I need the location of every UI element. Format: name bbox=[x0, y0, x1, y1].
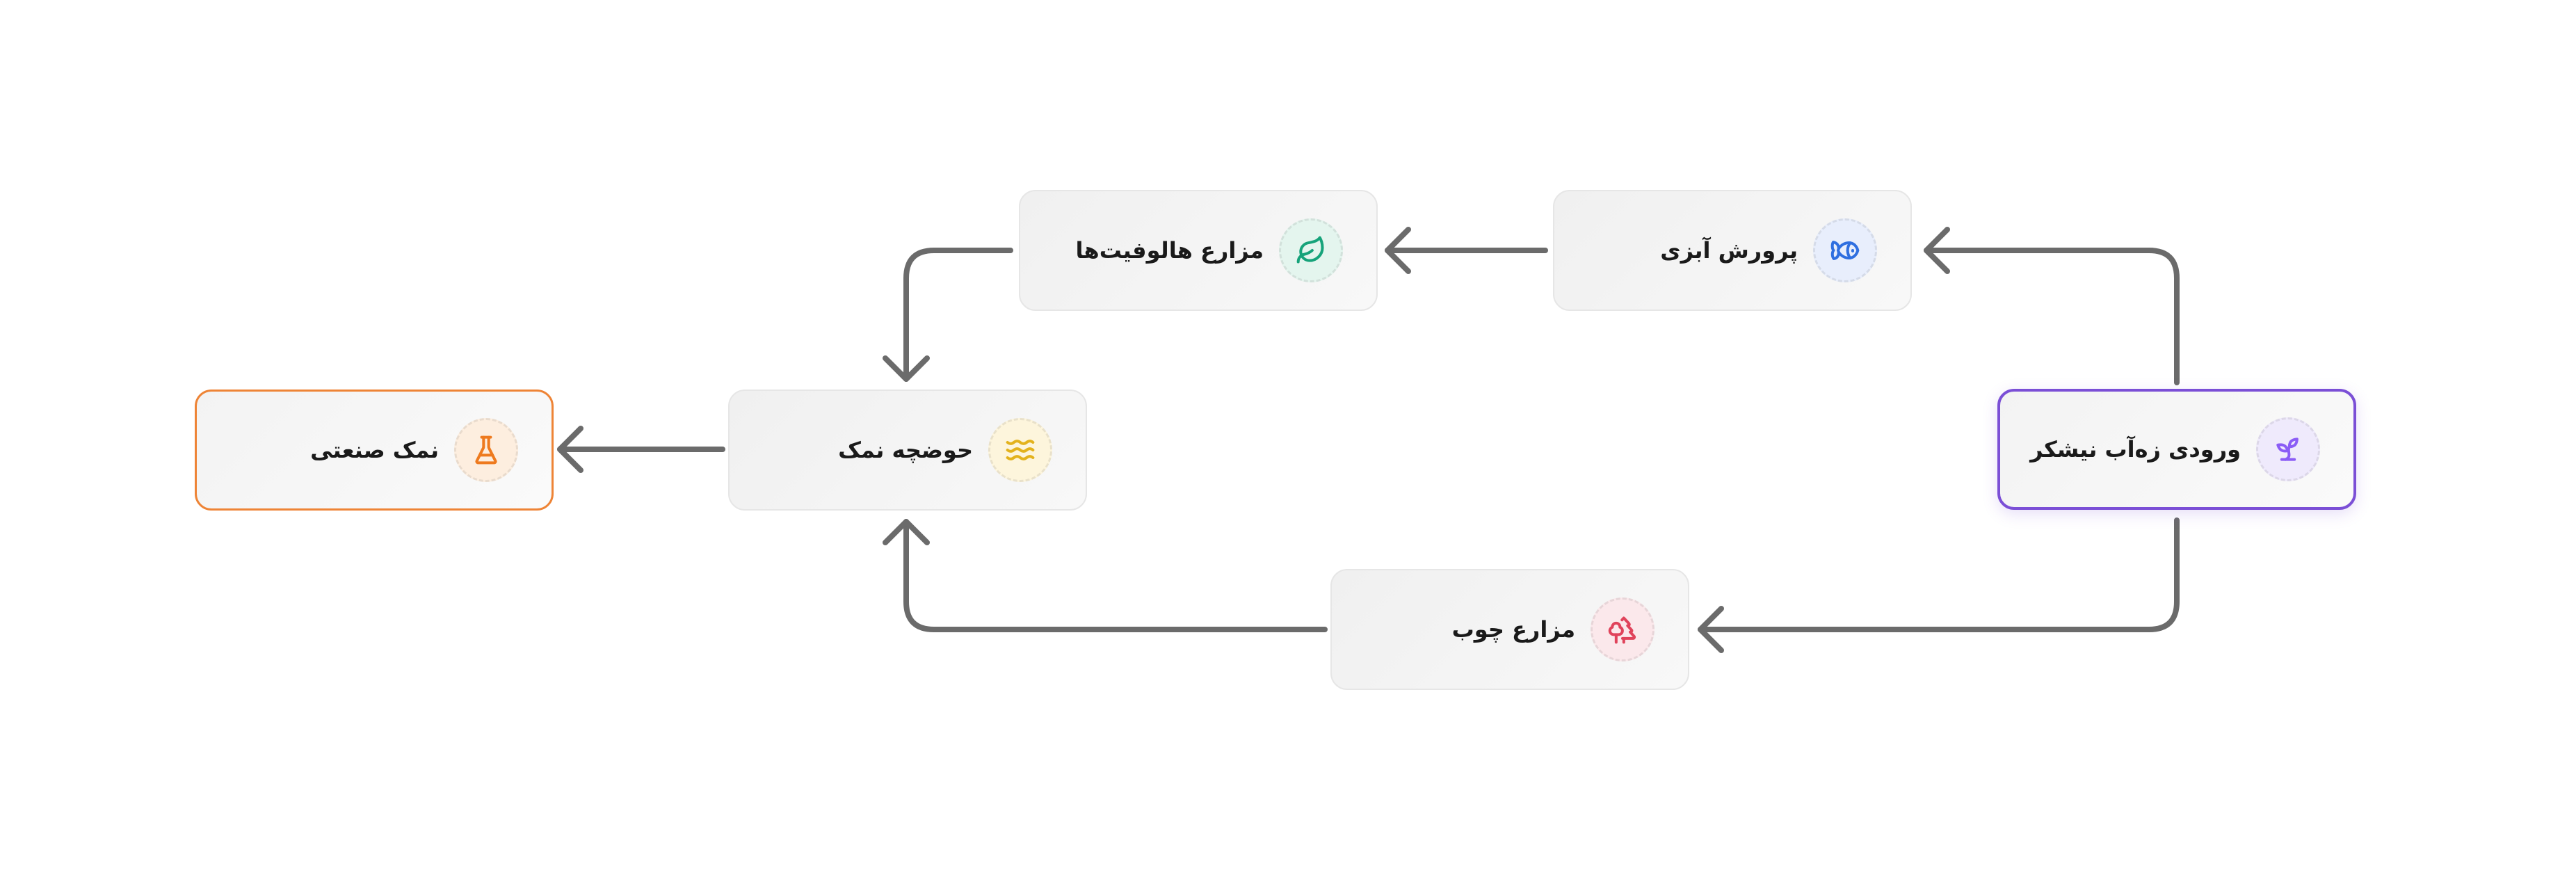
edge-aquaculture-to-halophyte bbox=[1385, 227, 1548, 274]
fish-icon bbox=[1813, 218, 1877, 282]
trees-icon bbox=[1591, 597, 1655, 661]
node-wood-farms[interactable]: مزارع چوب bbox=[1330, 569, 1689, 690]
node-industrial-salt[interactable]: نمک صنعتی bbox=[195, 390, 554, 511]
waves-icon bbox=[988, 418, 1052, 482]
node-label: مزارع چوب bbox=[1451, 616, 1575, 643]
node-label: مزارع هالوفیت‌ها bbox=[1075, 237, 1264, 264]
sprout-icon bbox=[2256, 417, 2320, 481]
edge-sugarcane-to-aquaculture bbox=[1924, 227, 2180, 385]
flask-icon bbox=[454, 418, 518, 482]
node-label: پرورش آبزی bbox=[1660, 237, 1798, 264]
node-halophyte-farms[interactable]: مزارع هالوفیت‌ها bbox=[1019, 190, 1378, 311]
node-label: نمک صنعتی bbox=[310, 437, 439, 463]
node-salt-pond[interactable]: حوضچه نمک bbox=[728, 390, 1087, 511]
node-label: ورودی زه‌آب نیشکر bbox=[2030, 436, 2241, 463]
edge-saltpond-to-industrialsalt bbox=[557, 426, 725, 473]
edge-halophyte-to-saltpond bbox=[883, 248, 1013, 382]
leaf-icon bbox=[1279, 218, 1343, 282]
node-aquaculture[interactable]: پرورش آبزی bbox=[1553, 190, 1912, 311]
node-sugarcane-inflow[interactable]: ورودی زه‌آب نیشکر bbox=[1997, 389, 2356, 510]
edge-wood-to-saltpond bbox=[883, 519, 1328, 632]
node-label: حوضچه نمک bbox=[838, 437, 973, 463]
edge-sugarcane-to-wood bbox=[1698, 517, 2180, 653]
